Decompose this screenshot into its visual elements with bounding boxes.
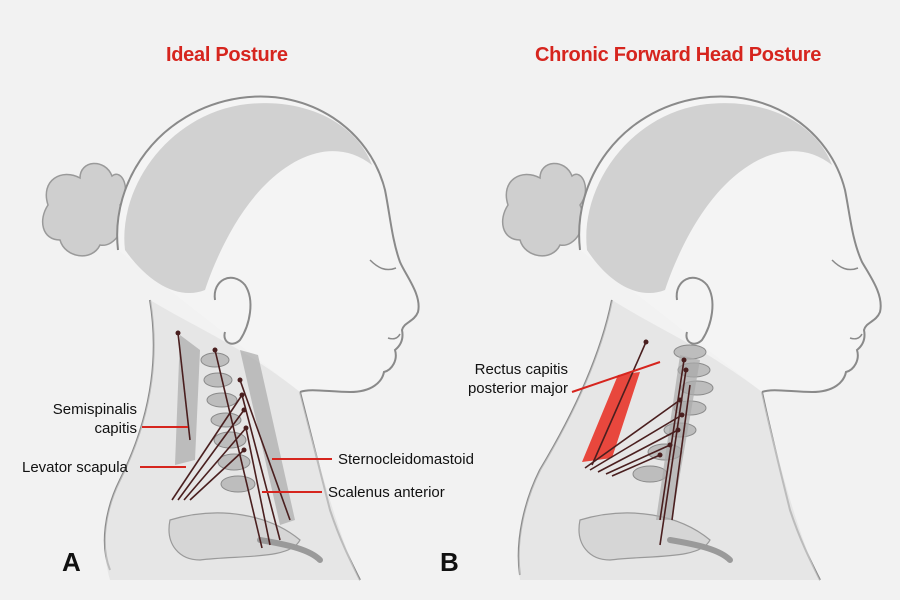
- panel-b-muscle-lines: [584, 341, 691, 546]
- panel-b-hair: [586, 103, 832, 294]
- panel-b-muscle-nodes: [643, 339, 689, 458]
- panel-a-muscle-lines: [171, 332, 291, 549]
- panel-a-clavicle: [168, 512, 301, 561]
- panel-a-hair-bun: [41, 162, 127, 257]
- panel-a-hair: [124, 103, 372, 294]
- panel-b-ear: [675, 276, 714, 345]
- panel-a-spine: [200, 352, 256, 493]
- label-semispinalis-line2: capitis: [94, 420, 137, 437]
- panel-a-ear: [213, 276, 252, 345]
- panel-a-rib: [257, 537, 323, 563]
- panel-b-letter: B: [440, 547, 459, 577]
- label-rectus-line2: posterior major: [467, 380, 568, 397]
- panel-b-title: Chronic Forward Head Posture: [535, 44, 822, 66]
- label-semispinalis-capitis: Semispinalis capitis: [45, 400, 137, 438]
- label-semispinalis-line1: Semispinalis: [52, 401, 137, 418]
- panel-a-title: Ideal Posture: [166, 44, 288, 66]
- panel-b-leaders: [571, 361, 661, 393]
- panel-a-face-detail: [369, 259, 397, 271]
- panel-b-mouth: [849, 333, 863, 340]
- panel-b-rib: [667, 537, 733, 563]
- panel-b-clavicle: [578, 512, 711, 561]
- panel-a-figure: [41, 95, 420, 581]
- label-rectus-capitis: Rectus capitis posterior major: [452, 360, 568, 398]
- panel-b-highlight-muscle: [582, 372, 640, 462]
- label-levator-scapula: Levator scapula: [22, 459, 128, 476]
- panel-a-leaders: [140, 426, 332, 493]
- panel-a-mouth: [387, 333, 401, 340]
- panel-b-face-detail: [831, 259, 859, 271]
- label-rectus-line1: Rectus capitis: [474, 361, 568, 378]
- panel-b-back-neck: [517, 299, 613, 576]
- panel-a-muscle-nodes: [175, 330, 249, 453]
- label-sternocleidomastoid: Sternocleidomastoid: [338, 451, 474, 468]
- panel-b-figure: [501, 95, 882, 581]
- label-scalenus-anterior: Scalenus anterior: [328, 484, 445, 501]
- panel-a-muscle-band-2: [240, 350, 295, 525]
- panel-a-letter: A: [62, 547, 81, 577]
- panel-b-hair-bun: [501, 162, 587, 257]
